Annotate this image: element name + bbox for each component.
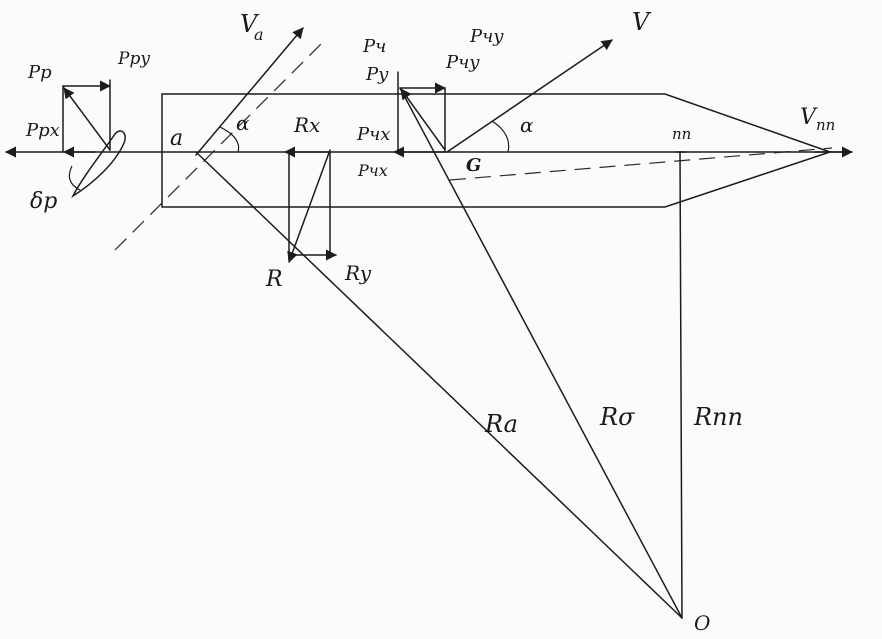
v-a-vector xyxy=(195,27,304,156)
label-p-y: Py xyxy=(365,64,389,85)
p-diagonal-arrow xyxy=(400,88,446,151)
label-o: O xyxy=(694,611,710,635)
label-p-p: Pp xyxy=(27,62,52,83)
label-p-py: Ppy xyxy=(117,49,150,69)
label-v: V xyxy=(632,8,652,36)
label-v-a-sub: a xyxy=(254,25,264,44)
pp-diagonal xyxy=(63,87,111,151)
label-delta-p: δp xyxy=(30,189,57,214)
label-a: a xyxy=(170,126,183,151)
label-p-chx: Pчx xyxy=(357,161,388,180)
label-v-a: V xyxy=(240,10,260,38)
label-pp: пп xyxy=(672,125,691,143)
label-v-pp-sub: пп xyxy=(816,116,835,134)
label-r-g: Rσ xyxy=(599,403,635,431)
label-alpha-1: α xyxy=(236,111,250,135)
label-p-ch: Pч xyxy=(362,36,386,57)
label-g: G xyxy=(466,155,481,176)
radius-pp-line xyxy=(679,151,683,619)
label-p-uy: Pчy xyxy=(445,52,480,73)
label-alpha-2: α xyxy=(520,113,534,137)
label-r-pp: Rпп xyxy=(693,403,743,431)
radius-a-line xyxy=(195,151,683,619)
radius-g-line xyxy=(399,87,683,619)
dashed-line-right xyxy=(449,147,833,181)
label-r-x: Rx xyxy=(293,113,320,137)
label-p-chy: Pчy xyxy=(469,26,504,47)
delta-arc xyxy=(68,165,81,191)
label-v-pp: V xyxy=(800,105,818,130)
label-r: R xyxy=(265,267,283,292)
label-p-ux: Pчx xyxy=(356,124,390,145)
label-r-y: Ry xyxy=(344,261,372,285)
label-p-px: Ppx xyxy=(25,120,60,141)
label-r-a: Ra xyxy=(484,410,518,438)
v-vector xyxy=(446,39,613,153)
hull-outline xyxy=(161,93,833,208)
dashed-line-left xyxy=(114,39,326,251)
alpha-arc-g xyxy=(491,120,510,153)
rudder-profile xyxy=(71,130,126,199)
r-vector xyxy=(287,149,331,263)
alpha-arc-a xyxy=(219,126,240,153)
